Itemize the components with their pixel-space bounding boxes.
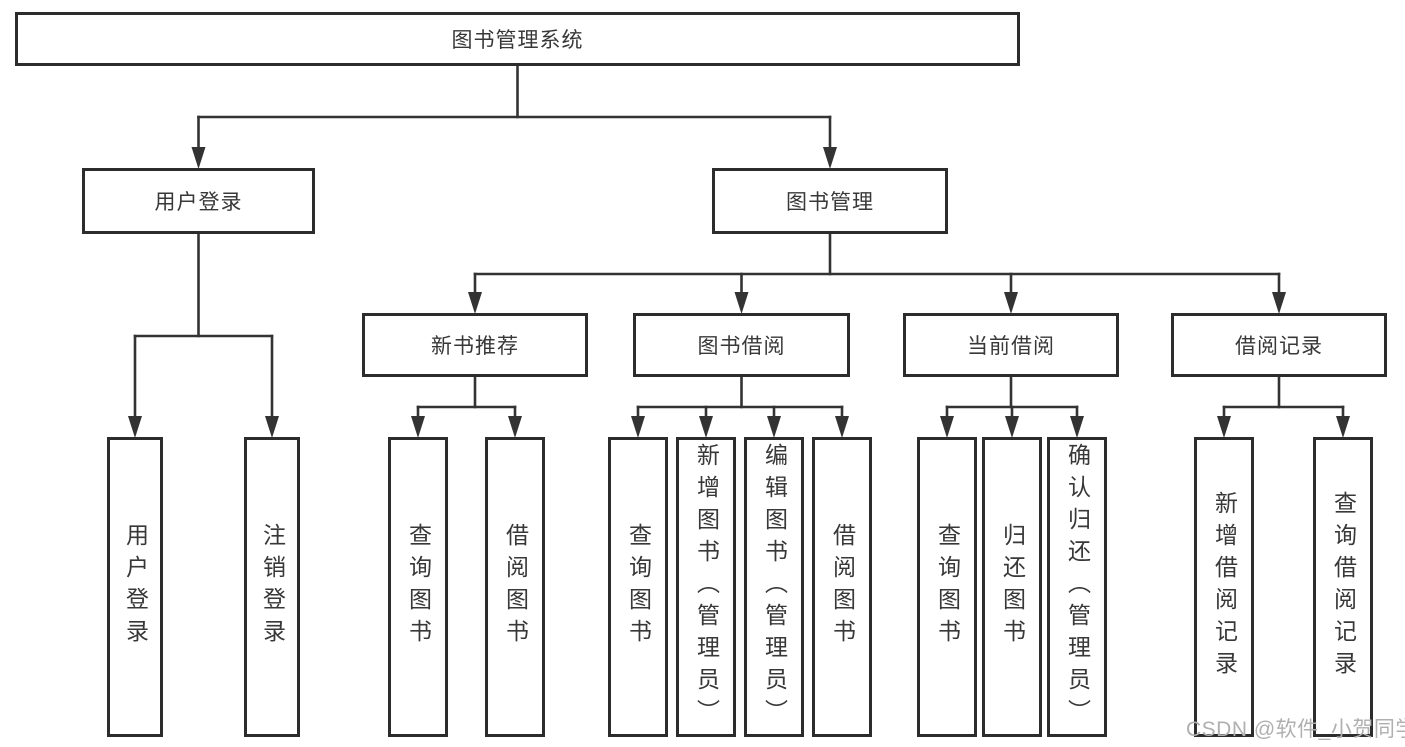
node-leaf-return-book: 归还图书 bbox=[982, 437, 1042, 737]
node-label-book-borrow: 图书借阅 bbox=[697, 335, 786, 358]
arrowhead-icon bbox=[1005, 416, 1019, 438]
node-leaf-add-borrow-record: 新增借阅记录 bbox=[1194, 437, 1254, 737]
arrowhead-icon bbox=[767, 416, 781, 438]
node-label-leaf-borrow-book: 借阅图书 bbox=[829, 523, 856, 651]
arrowhead-icon bbox=[1004, 292, 1018, 314]
node-label-leaf-logout: 注销登录 bbox=[259, 523, 286, 651]
node-new-book-rec: 新书推荐 bbox=[362, 313, 588, 377]
arrowhead-icon bbox=[265, 416, 279, 438]
arrowhead-icon bbox=[835, 416, 849, 438]
node-borrow-records: 借阅记录 bbox=[1171, 313, 1387, 377]
arrowhead-icon bbox=[508, 416, 522, 438]
node-leaf-query-book-rec: 查询图书 bbox=[388, 437, 448, 737]
node-root: 图书管理系统 bbox=[15, 12, 1020, 66]
node-label-root: 图书管理系统 bbox=[451, 29, 584, 52]
node-label-leaf-borrow-book-rec: 借阅图书 bbox=[502, 523, 529, 651]
node-leaf-query-book-borrow: 查询图书 bbox=[608, 437, 668, 737]
arrowhead-icon bbox=[411, 416, 425, 438]
node-label-leaf-query-book-cur: 查询图书 bbox=[934, 523, 961, 651]
node-leaf-borrow-book-rec: 借阅图书 bbox=[485, 437, 545, 737]
arrowhead-icon bbox=[1217, 416, 1231, 438]
node-label-leaf-add-book: 新增图书（管理员） bbox=[693, 443, 720, 731]
node-leaf-add-book: 新增图书（管理员） bbox=[676, 437, 736, 737]
arrowhead-icon bbox=[734, 292, 749, 314]
node-label-leaf-query-borrow-record: 查询借阅记录 bbox=[1330, 491, 1357, 683]
node-book-borrow: 图书借阅 bbox=[633, 313, 850, 377]
watermark-text: CSDN @软件_小贺同学 bbox=[1186, 718, 1405, 741]
node-label-user-login: 用户登录 bbox=[154, 191, 243, 214]
node-label-leaf-confirm-return: 确认归还（管理员） bbox=[1064, 443, 1091, 731]
node-user-login: 用户登录 bbox=[82, 168, 315, 234]
node-label-leaf-add-borrow-record: 新增借阅记录 bbox=[1211, 491, 1238, 683]
node-leaf-query-borrow-record: 查询借阅记录 bbox=[1313, 437, 1373, 737]
node-leaf-query-book-cur: 查询图书 bbox=[917, 437, 977, 737]
arrowhead-icon bbox=[128, 416, 142, 438]
arrowhead-icon bbox=[1070, 416, 1084, 438]
arrowhead-icon bbox=[940, 416, 954, 438]
node-label-book-mgmt: 图书管理 bbox=[786, 191, 874, 214]
node-label-current-borrow: 当前借阅 bbox=[967, 335, 1055, 358]
arrowhead-icon bbox=[1272, 292, 1286, 314]
arrowhead-icon bbox=[468, 292, 482, 314]
node-label-leaf-edit-book: 编辑图书（管理员） bbox=[761, 443, 788, 731]
node-leaf-edit-book: 编辑图书（管理员） bbox=[744, 437, 804, 737]
node-leaf-logout: 注销登录 bbox=[244, 437, 300, 737]
node-label-new-book-rec: 新书推荐 bbox=[431, 335, 519, 358]
arrowhead-icon bbox=[1336, 416, 1350, 438]
arrowhead-icon bbox=[631, 416, 645, 438]
node-leaf-confirm-return: 确认归还（管理员） bbox=[1047, 437, 1107, 737]
arrowhead-icon bbox=[191, 147, 206, 169]
node-label-leaf-query-book-rec: 查询图书 bbox=[405, 523, 432, 651]
node-leaf-borrow-book: 借阅图书 bbox=[812, 437, 872, 737]
arrowhead-icon bbox=[823, 147, 837, 169]
node-label-leaf-return-book: 归还图书 bbox=[999, 523, 1026, 651]
node-label-leaf-query-book-borrow: 查询图书 bbox=[625, 523, 652, 651]
node-current-borrow: 当前借阅 bbox=[903, 313, 1119, 377]
node-label-leaf-user-login: 用户登录 bbox=[122, 523, 149, 651]
node-leaf-user-login: 用户登录 bbox=[107, 437, 163, 737]
node-label-borrow-records: 借阅记录 bbox=[1235, 335, 1323, 358]
arrowhead-icon bbox=[699, 416, 713, 438]
node-book-mgmt: 图书管理 bbox=[712, 168, 948, 234]
